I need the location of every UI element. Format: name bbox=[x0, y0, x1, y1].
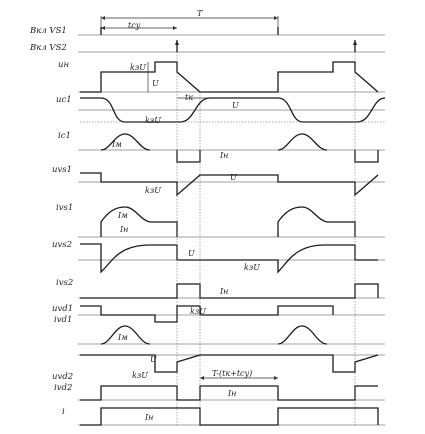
row-label-uvs1: uvs1 bbox=[52, 165, 72, 175]
time-guides bbox=[176, 52, 356, 425]
row-label-ic1: ic1 bbox=[58, 131, 71, 141]
timing-arrows: T tсу bbox=[100, 9, 279, 34]
row-label-ivd1: ivd1 bbox=[54, 315, 72, 325]
waveform-un: kзU U bbox=[78, 61, 385, 93]
waveform-vs2 bbox=[78, 40, 385, 53]
period-label: T bbox=[197, 9, 203, 18]
ivs1-im-label: Iм bbox=[117, 211, 128, 220]
un-kzu-label: kзU bbox=[130, 63, 146, 72]
ivs2-in-label: Iн bbox=[219, 287, 228, 296]
ic1-in-label: Iн bbox=[219, 151, 228, 160]
formula-label: T-(tк+tсу) bbox=[212, 369, 252, 378]
waveform-ivd2: T-(tк+tсу) Iн bbox=[78, 369, 385, 401]
ic1-im-label: Iм bbox=[111, 140, 122, 149]
waveform-i: Iн bbox=[78, 407, 385, 426]
waveform-ivs1: Iм Iн bbox=[78, 206, 385, 238]
uvs1-kzu-label: kзU bbox=[145, 186, 161, 195]
row-label-uvd2: uvd2 bbox=[52, 372, 73, 382]
waveform-uvd1: kзU bbox=[78, 305, 385, 323]
row-label-ivs1: ivs1 bbox=[56, 203, 73, 213]
row-label-vs1: Вкл VS1 bbox=[29, 26, 67, 36]
waveform-uvs2: U kзU bbox=[78, 243, 385, 274]
uc1-u-label: U bbox=[232, 101, 239, 110]
uvs2-kzu-label: kзU bbox=[244, 263, 260, 272]
waveform-vs1 bbox=[78, 27, 385, 36]
row-label-un: uн bbox=[58, 60, 69, 70]
row-label-ivs2: ivs2 bbox=[56, 278, 73, 288]
row-label-uc1: uc1 bbox=[56, 95, 72, 105]
uvd2-u-label: U bbox=[150, 355, 157, 364]
waveform-ivd1: Iм bbox=[78, 325, 385, 345]
uvs1-u-label: U bbox=[230, 173, 237, 182]
row-label-ivd2: ivd2 bbox=[54, 383, 72, 393]
ivd1-im-label: Iм bbox=[117, 333, 128, 342]
waveform-ivs2: Iн bbox=[78, 283, 385, 299]
un-u-label: U bbox=[152, 79, 159, 88]
i-in-label: Iн bbox=[144, 413, 153, 422]
waveform-uvs1: U kзU bbox=[78, 172, 385, 197]
uc1-kzu-label: kзU bbox=[145, 116, 161, 125]
row-label-vs2: Вкл VS2 bbox=[29, 43, 67, 53]
ivs1-in-label: Iн bbox=[119, 225, 128, 234]
tk-label: tк bbox=[185, 93, 193, 102]
waveform-uc1: tк U kзU bbox=[78, 93, 386, 125]
row-label-i: i bbox=[62, 407, 65, 417]
uvd1-kzu-label: kзU bbox=[190, 307, 206, 316]
uvs2-u-label: U bbox=[188, 249, 195, 258]
uvd2-kzu-label: kзU bbox=[132, 371, 148, 380]
row-label-uvd1: uvd1 bbox=[52, 304, 73, 314]
row-label-uvs2: uvs2 bbox=[52, 240, 72, 250]
ivd2-in-label: Iн bbox=[227, 389, 236, 398]
waveform-ic1: Iм Iн bbox=[78, 133, 385, 163]
tcy-label: tсу bbox=[128, 21, 141, 30]
